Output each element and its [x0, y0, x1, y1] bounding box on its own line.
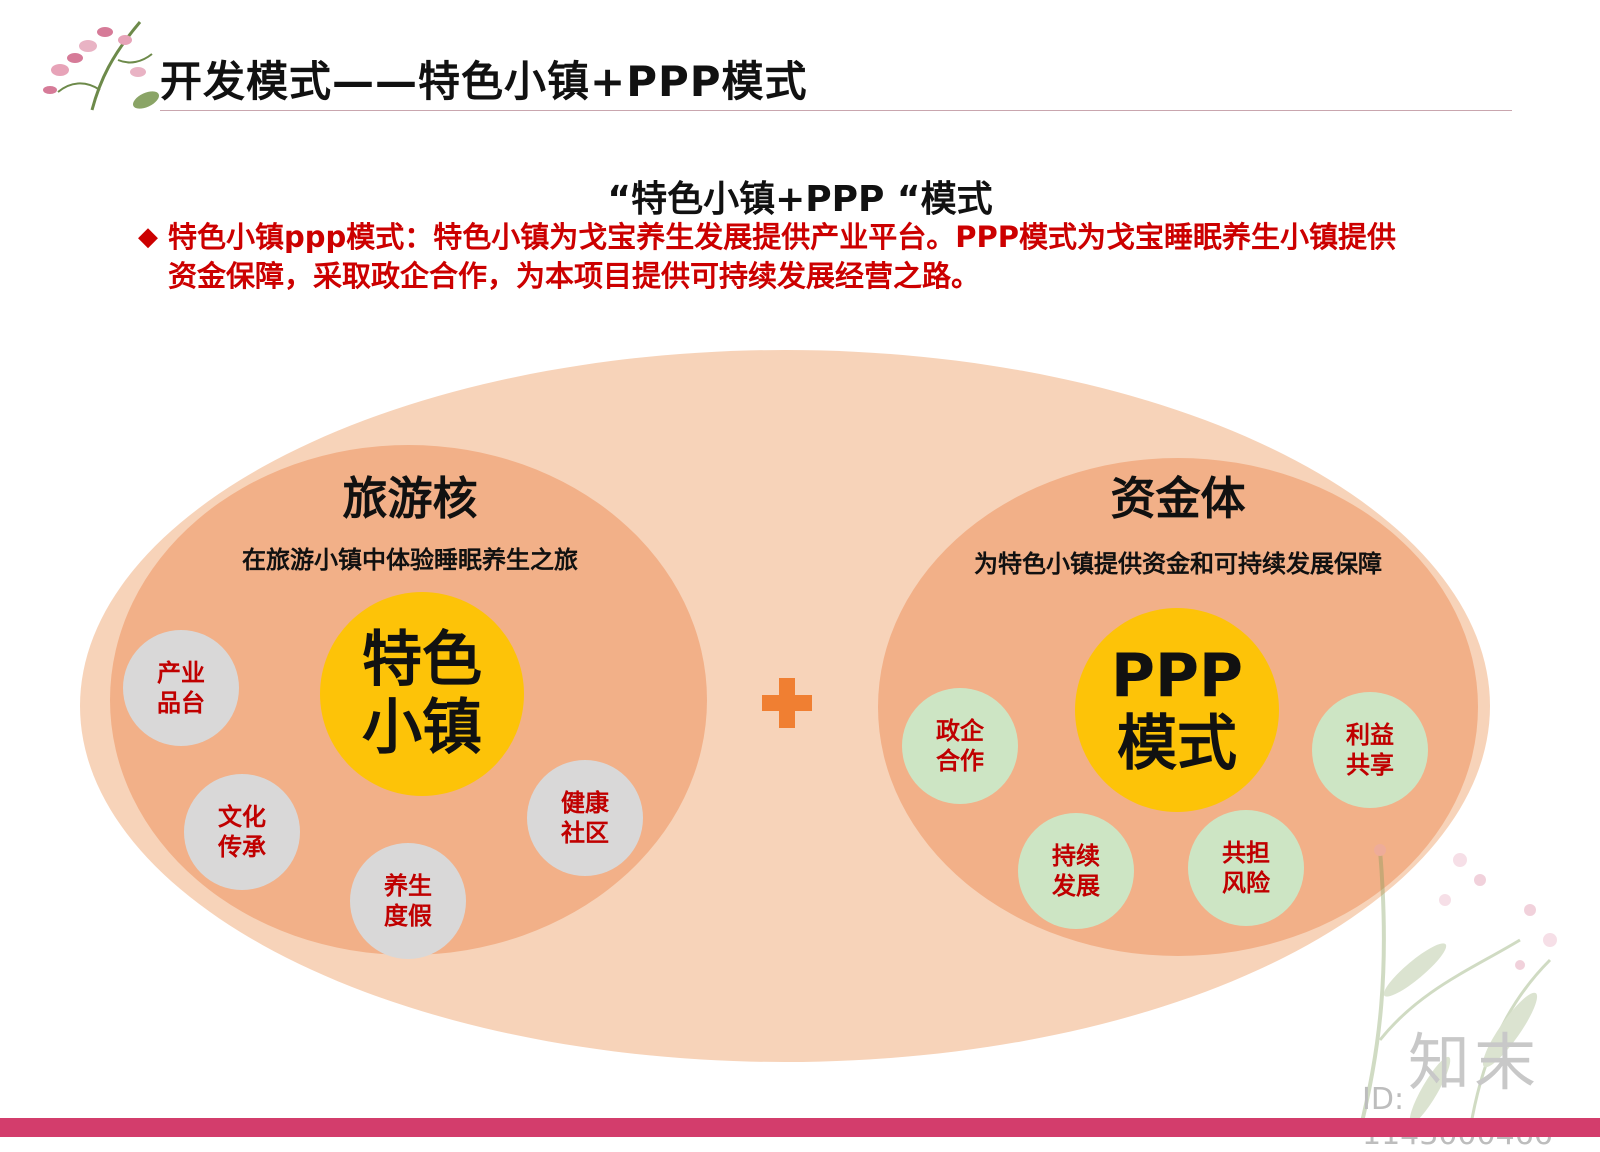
node-label: 合作 — [936, 747, 984, 775]
node-label: 品台 — [157, 689, 205, 717]
node-sustainable-development: 持续发展 — [1018, 813, 1134, 929]
node-label: 产业 — [157, 659, 205, 687]
node-label: 养生 — [384, 872, 432, 900]
feature-town-line1: 特色 — [362, 625, 482, 695]
flower-decoration-icon — [43, 21, 160, 111]
ppp-mode-line1: PPP — [1111, 641, 1243, 711]
node-label: 传承 — [218, 833, 266, 861]
diamond-bullet-icon: ◆ — [138, 222, 158, 252]
image-id-label: ID: 1143000466 — [1362, 1082, 1553, 1152]
node-label: 共担 — [1222, 839, 1270, 867]
node-label: 健康 — [561, 789, 609, 817]
node-gov-enterprise-cooperation: 政企合作 — [902, 688, 1018, 804]
plus-icon — [762, 678, 812, 728]
node-label: 利益 — [1346, 721, 1394, 749]
description-text: 特色小镇ppp模式：特色小镇为戈宝养生发展提供产业平台。PPP模式为戈宝睡眠养生… — [168, 220, 1397, 293]
brand-logo: 知末 — [1408, 1026, 1541, 1099]
capital-core-title: 资金体 — [1110, 472, 1246, 525]
description-bullet: ◆ 特色小镇ppp模式：特色小镇为戈宝养生发展提供产业平台。PPP模式为戈宝睡眠… — [138, 218, 1418, 296]
page-title: 开发模式——特色小镇+PPP模式 — [160, 57, 808, 106]
node-label: 文化 — [218, 803, 266, 831]
node-label: 政企 — [936, 717, 984, 745]
node-label: 发展 — [1052, 872, 1100, 900]
node-culture-heritage: 文化传承 — [184, 774, 300, 890]
feature-town-circle: 特色 小镇 — [320, 592, 524, 796]
node-label: 持续 — [1052, 842, 1100, 870]
node-label: 共享 — [1346, 751, 1394, 779]
title-divider — [160, 110, 1512, 111]
node-benefit-sharing: 利益共享 — [1312, 692, 1428, 808]
bottom-bar — [0, 1118, 1600, 1137]
node-label: 风险 — [1222, 869, 1270, 897]
node-wellness-vacation: 养生度假 — [350, 843, 466, 959]
ppp-mode-line2: 模式 — [1117, 709, 1237, 779]
tourism-core-subtitle: 在旅游小镇中体验睡眠养生之旅 — [242, 546, 578, 574]
ppp-mode-circle: PPP 模式 — [1075, 608, 1279, 812]
feature-town-line2: 小镇 — [362, 693, 482, 763]
node-label: 社区 — [561, 819, 609, 847]
node-risk-sharing: 共担风险 — [1188, 810, 1304, 926]
node-health-community: 健康社区 — [527, 760, 643, 876]
node-industry-platform: 产业品台 — [123, 630, 239, 746]
node-label: 度假 — [384, 902, 432, 930]
mode-heading: “特色小镇+PPP “模式 — [607, 179, 993, 220]
tourism-core-title: 旅游核 — [342, 472, 478, 525]
flower-decoration-icon — [1358, 844, 1557, 1130]
capital-core-subtitle: 为特色小镇提供资金和可持续发展保障 — [974, 550, 1382, 578]
